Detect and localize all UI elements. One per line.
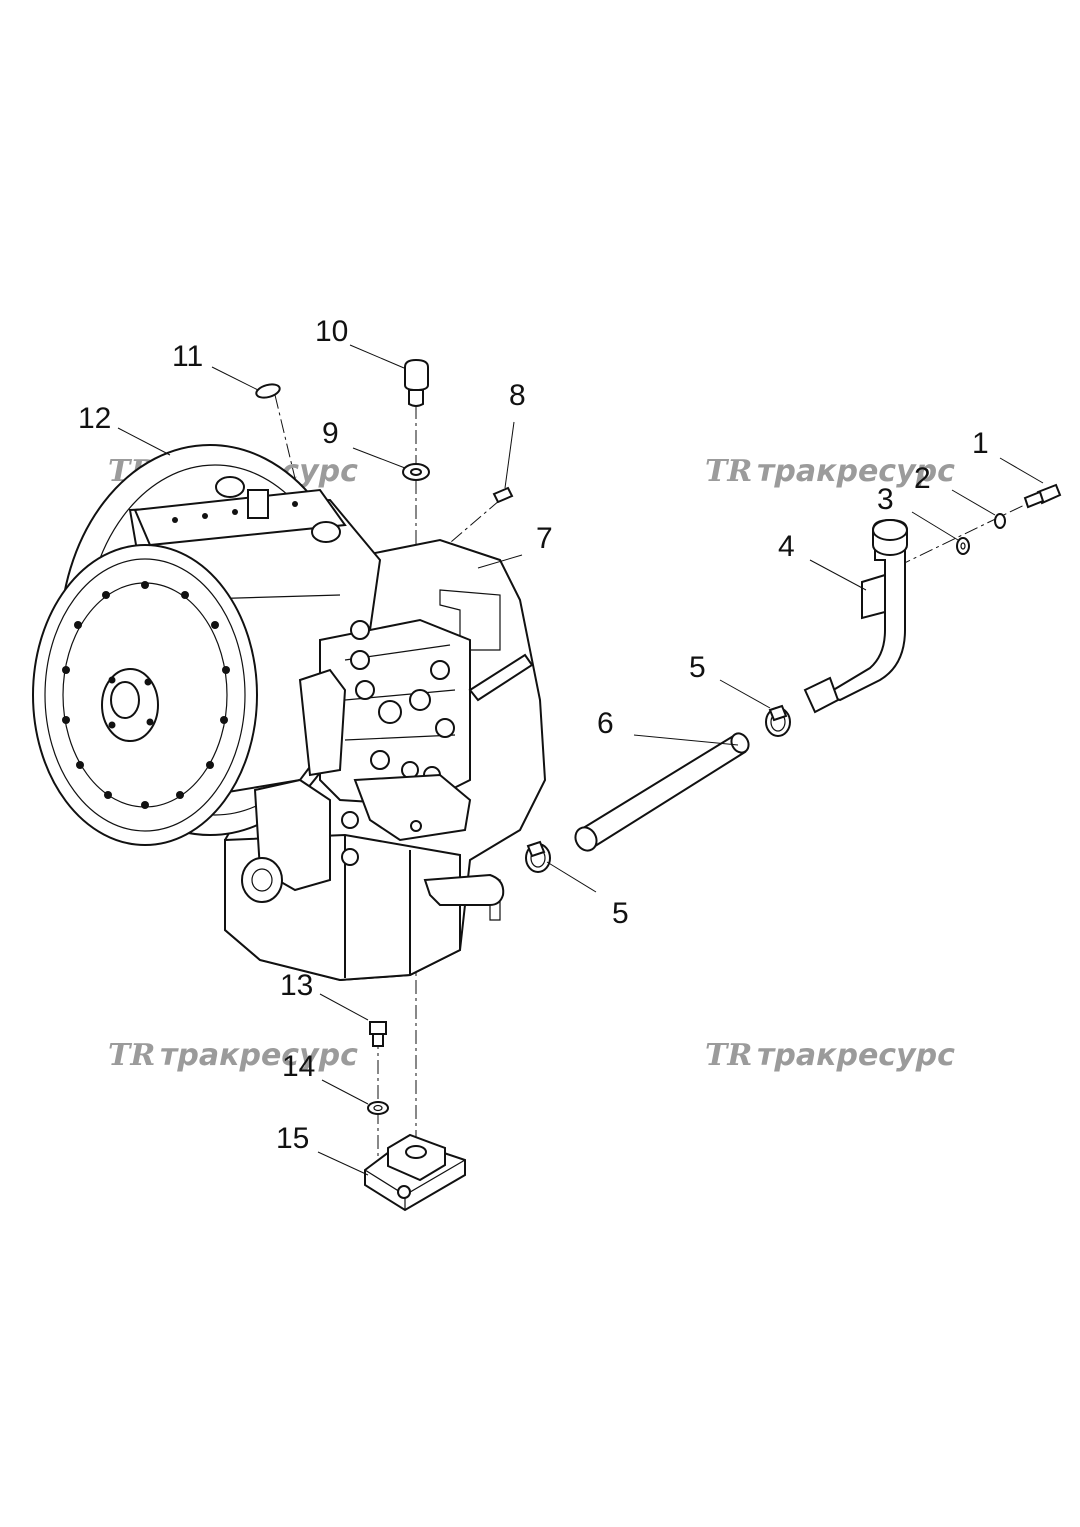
axis-line-1: [889, 494, 1046, 571]
watermark-logo: TR: [705, 454, 752, 489]
callout-9: 9: [322, 417, 339, 450]
callout-11: 11: [172, 340, 203, 373]
part-1-screw: [1023, 483, 1062, 509]
part-5-hose-clamp-lower: [525, 840, 551, 873]
callout-5-upper: 5: [689, 651, 706, 684]
part-8-plug: [492, 486, 514, 504]
part-4-filler-tube: [803, 518, 908, 714]
callout-3: 3: [877, 483, 894, 516]
part-10-bolt: [404, 358, 429, 407]
watermark-logo: TR: [108, 1038, 155, 1073]
part-2-lock-washer: [994, 513, 1006, 529]
callout-10: 10: [315, 315, 348, 348]
callout-14: 14: [282, 1050, 315, 1083]
callout-6: 6: [597, 707, 614, 740]
callout-labels: 1 2 3 4 5 5 6 7 8 9 10 11 12 13 14 15: [78, 315, 989, 1155]
part-5-hose-clamp-upper: [765, 704, 791, 737]
callout-4: 4: [778, 530, 795, 563]
callout-1: 1: [972, 427, 989, 460]
part-11-o-ring: [255, 383, 281, 399]
watermark-text: тракресурс: [757, 1038, 955, 1073]
callout-13: 13: [280, 969, 313, 1002]
callout-2: 2: [914, 462, 931, 495]
callout-7: 7: [536, 522, 553, 555]
callout-15: 15: [276, 1122, 309, 1155]
part-15-mount-bracket: [364, 1133, 466, 1212]
part-14-washer: [367, 1101, 389, 1115]
part-6-hose: [574, 732, 750, 852]
callout-5-lower: 5: [612, 897, 629, 930]
part-13-bolt: [369, 1021, 387, 1047]
flywheel-bolts: [62, 581, 230, 809]
watermark-logo: TR: [705, 1038, 752, 1073]
watermark-bottom-right: TR тракресурс: [705, 1038, 955, 1073]
callout-8: 8: [509, 379, 526, 412]
part-3-washer: [956, 537, 970, 555]
leader-lines: [117, 344, 1044, 1176]
watermark-text: тракресурс: [160, 1038, 358, 1073]
watermark-bottom-left: TR тракресурс: [108, 1038, 358, 1073]
callout-12: 12: [78, 402, 111, 435]
watermark-top-right: TR тракресурс: [705, 454, 955, 489]
part-9-washer: [402, 463, 430, 481]
watermark-text: тракресурс: [757, 454, 955, 489]
transmission-housing: [32, 444, 547, 982]
